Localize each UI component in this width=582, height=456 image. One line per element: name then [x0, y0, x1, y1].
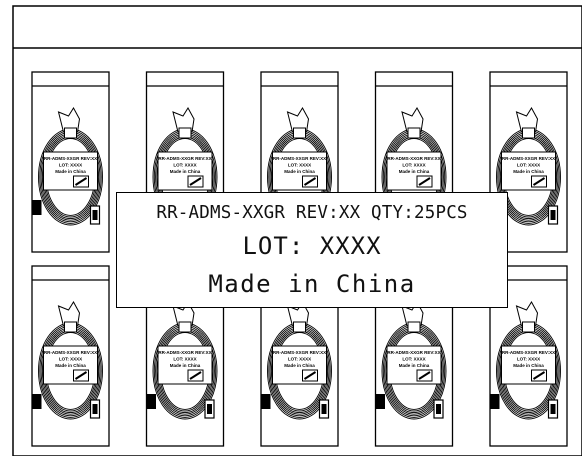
tie-knot	[178, 321, 192, 333]
bag-label-text: Made in China	[399, 169, 430, 174]
cable-tie	[286, 107, 310, 133]
bag-label-text: RR-ADMS-XXGR REV:XX	[273, 350, 326, 355]
rohs-check	[74, 177, 88, 186]
cable-tie	[401, 107, 424, 133]
bag-label-text: LOT: XXXX	[173, 357, 196, 362]
bag-label-text: RR-ADMS-XXGR REV:XX	[273, 156, 326, 161]
bag-label-text: Made in China	[513, 363, 544, 368]
bag-label-text: Made in China	[170, 169, 201, 174]
connector-right-pins	[550, 404, 556, 414]
cable-tie	[172, 107, 195, 133]
bag-label-text: LOT: XXXX	[173, 163, 196, 168]
cable-tie	[515, 107, 539, 133]
connector-left	[32, 394, 42, 409]
bag-label-text: Made in China	[170, 363, 201, 368]
connector-left	[376, 394, 385, 409]
rohs-check	[418, 371, 431, 380]
bag-label-text: RR-ADMS-XXGR REV:XX	[387, 156, 440, 161]
bag-label-text: RR-ADMS-XXGR REV:XX	[158, 156, 211, 161]
bag-label-text: LOT: XXXX	[402, 163, 425, 168]
cable-tie	[57, 107, 81, 133]
rohs-check	[189, 371, 202, 380]
rohs-check	[303, 371, 317, 380]
bag-label-text: Made in China	[399, 363, 430, 368]
label-lot: LOT: XXXX	[242, 232, 382, 260]
bag-label-text: LOT: XXXX	[517, 357, 540, 362]
connector-right-pins	[92, 404, 98, 414]
connector-right-pins	[550, 210, 556, 220]
bag-label-text: RR-ADMS-XXGR REV:XX	[387, 350, 440, 355]
bag-label-text: LOT: XXXX	[402, 357, 425, 362]
bag-label-text: RR-ADMS-XXGR REV:XX	[44, 156, 97, 161]
rohs-check	[532, 371, 546, 380]
tie-knot	[178, 127, 192, 139]
tie-knot	[522, 321, 535, 333]
bag-label-text: LOT: XXXX	[517, 163, 540, 168]
cable-tie	[57, 301, 81, 327]
tie-knot	[64, 321, 77, 333]
rohs-check	[74, 371, 88, 380]
drawing-frame	[12, 5, 582, 456]
bag-label-text: LOT: XXXX	[59, 163, 82, 168]
tie-knot	[293, 127, 306, 139]
tie-knot	[64, 127, 77, 139]
bag-label-text: LOT: XXXX	[288, 163, 311, 168]
connector-left	[490, 394, 500, 409]
bag-label-text: Made in China	[284, 169, 315, 174]
rohs-check	[303, 177, 317, 186]
rohs-check	[189, 177, 202, 186]
bag-label-text: RR-ADMS-XXGR REV:XX	[158, 350, 211, 355]
connector-left	[147, 394, 156, 409]
connector-left	[32, 200, 42, 215]
bag-label-text: Made in China	[284, 363, 315, 368]
connector-right-pins	[92, 210, 98, 220]
carton-label: RR-ADMS-XXGR REV:XX QTY:25PCS LOT: XXXX …	[116, 192, 508, 308]
connector-right-pins	[436, 404, 441, 414]
bag-label-text: RR-ADMS-XXGR REV:XX	[502, 350, 555, 355]
rohs-check	[532, 177, 546, 186]
connector-right-pins	[207, 404, 212, 414]
tie-knot	[407, 127, 421, 139]
tie-knot	[293, 321, 306, 333]
bag-label-text: Made in China	[513, 169, 544, 174]
tie-knot	[407, 321, 421, 333]
label-origin: Made in China	[208, 269, 416, 298]
label-part-rev-qty: RR-ADMS-XXGR REV:XX QTY:25PCS	[156, 202, 468, 223]
bag-label-text: RR-ADMS-XXGR REV:XX	[502, 156, 555, 161]
bag-label-text: LOT: XXXX	[59, 357, 82, 362]
rohs-check	[418, 177, 431, 186]
bag-label-text: LOT: XXXX	[288, 357, 311, 362]
bag-label-text: Made in China	[55, 363, 86, 368]
bag-label-text: Made in China	[55, 169, 86, 174]
bag-label-text: RR-ADMS-XXGR REV:XX	[44, 350, 97, 355]
tie-knot	[522, 127, 535, 139]
connector-left	[261, 394, 271, 409]
connector-right-pins	[321, 404, 327, 414]
cable-tie	[515, 301, 539, 327]
